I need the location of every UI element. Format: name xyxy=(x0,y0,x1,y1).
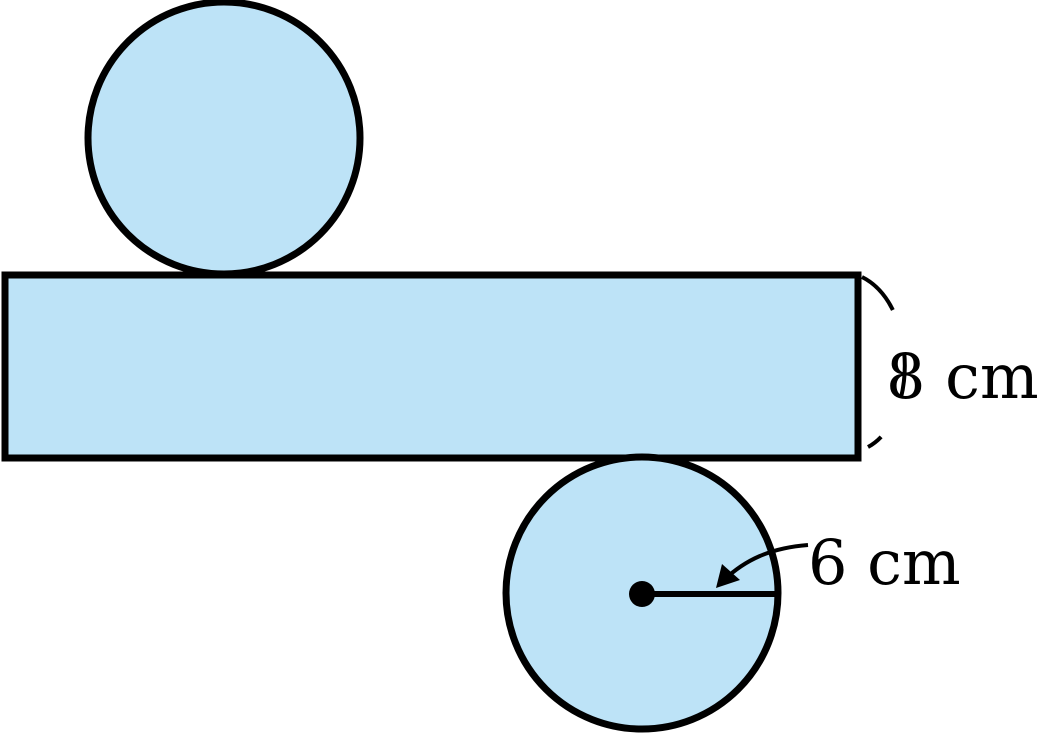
center-point xyxy=(629,581,655,607)
height-label: 8 cm xyxy=(886,340,1039,413)
top-base-circle xyxy=(84,0,364,278)
height-dimension-arc xyxy=(861,275,907,449)
radius-arrowhead xyxy=(716,564,740,588)
lateral-surface-rectangle xyxy=(1,271,862,462)
radius-label: 6 cm xyxy=(808,526,961,599)
